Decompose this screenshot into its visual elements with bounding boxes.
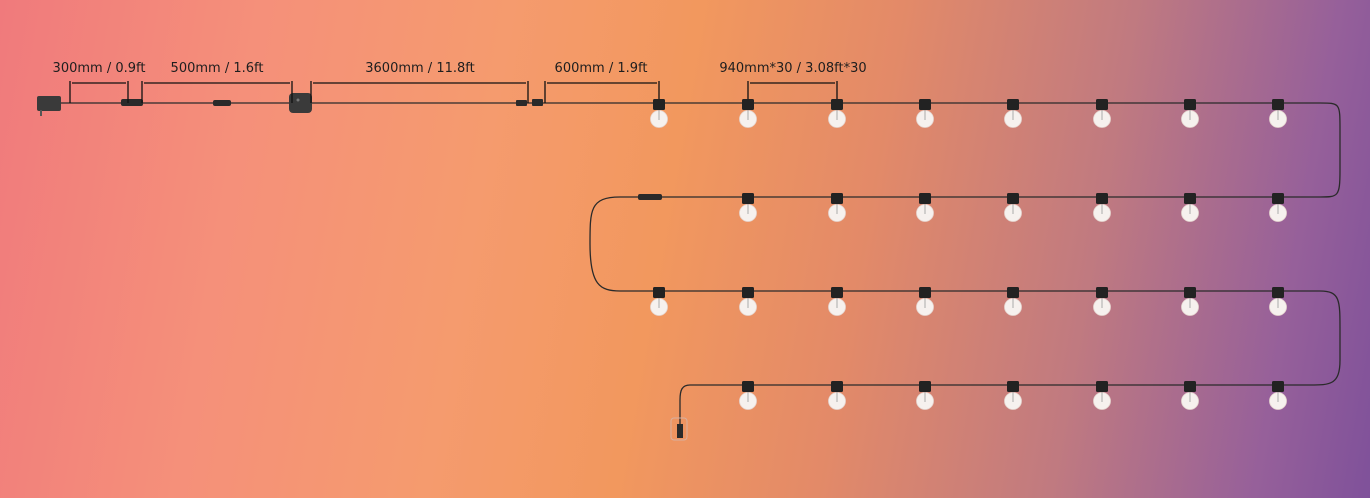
bulb [739,193,757,222]
bulb [1181,193,1199,222]
bulb [650,99,668,128]
bulb [1093,193,1111,222]
inline-connector-icon [213,100,231,106]
row-connector-icon [638,194,662,200]
bulb [650,287,668,316]
bulb [1093,99,1111,128]
bulb [1093,381,1111,410]
bulb [739,381,757,410]
bulb [1269,287,1287,316]
dimension-label-segment-3: 3600mm / 11.8ft [365,61,474,76]
controller-box-icon [289,93,312,113]
cable [60,102,1341,430]
bulb [828,381,846,410]
bulb [739,99,757,128]
bulb [916,287,934,316]
bulb [1004,287,1022,316]
dimension-label-bulb-spacing: 940mm*30 / 3.08ft*30 [719,61,866,76]
dimension-label-segment-1: 300mm / 0.9ft [53,61,146,76]
bulb [828,99,846,128]
dimension-label-segment-2: 500mm / 1.6ft [171,61,264,76]
bulb [1269,193,1287,222]
connector-icon [516,99,543,106]
bulb [1004,99,1022,128]
bulb [1093,287,1111,316]
bulb [1181,99,1199,128]
bulb [739,287,757,316]
bulb [828,193,846,222]
bulb [1181,287,1199,316]
bulb [1181,381,1199,410]
bulb [1004,193,1022,222]
bulb [916,193,934,222]
power-adapter-icon [37,96,61,116]
end-cap-icon [670,417,688,441]
dimension-lines [69,81,838,103]
bulb [828,287,846,316]
connector-icon [121,99,143,106]
dimension-label-segment-4: 600mm / 1.9ft [555,61,648,76]
bulb [1269,381,1287,410]
bulb [1269,99,1287,128]
bulb [916,381,934,410]
bulb [916,99,934,128]
bulb [1004,381,1022,410]
